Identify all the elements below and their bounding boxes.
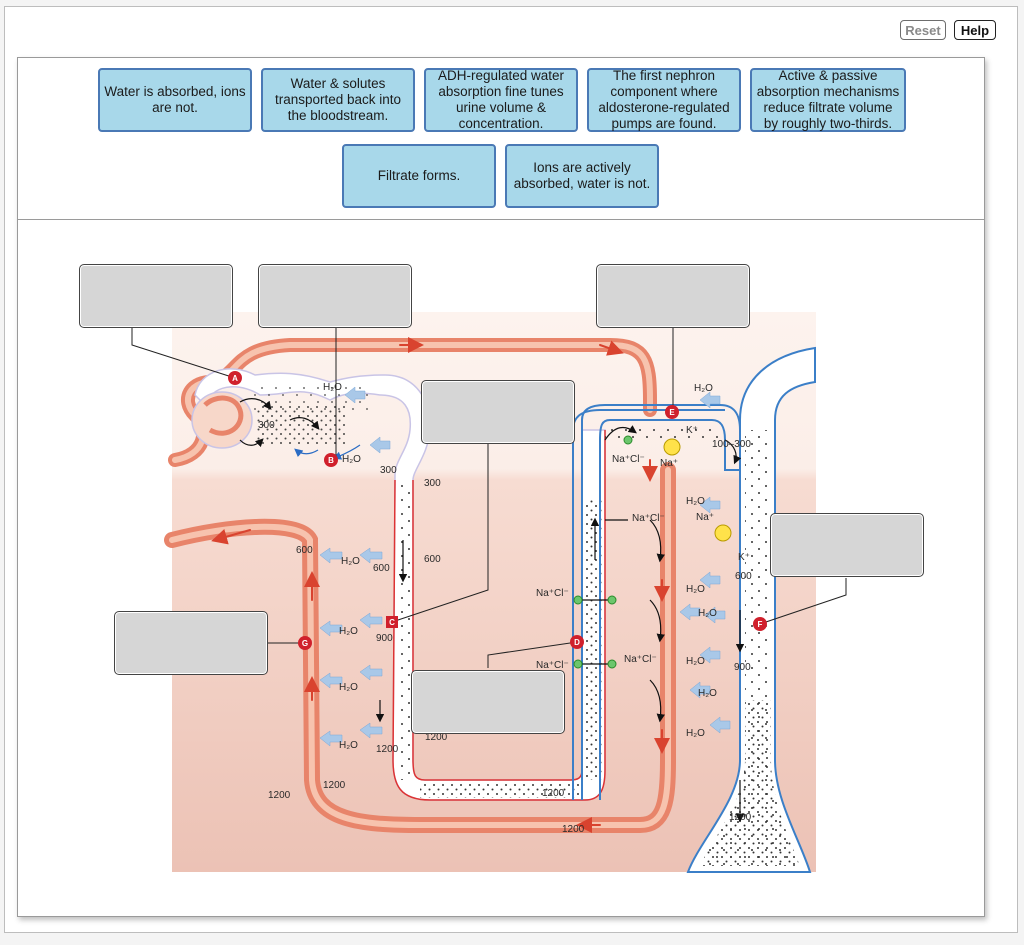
h2o-label-9: H₂O	[686, 584, 705, 595]
osmolarity-600-interstitium: 600	[424, 554, 441, 565]
osmolarity-600-collecting: 600	[735, 571, 752, 582]
reset-button[interactable]: Reset	[900, 20, 946, 40]
drop-zone-d[interactable]	[411, 670, 565, 734]
marker-b: B	[324, 453, 338, 467]
water-arrows	[319, 386, 731, 747]
nacl-label-5: Na⁺Cl⁻	[624, 654, 657, 665]
nacl-label-2: Na⁺Cl⁻	[632, 513, 665, 524]
h2o-label-12: H₂O	[698, 688, 717, 699]
label-card-active-passive-absorption[interactable]: Active & passive absorption mechanisms r…	[750, 68, 906, 132]
h2o-label-7: H₂O	[694, 383, 713, 394]
osmolarity-1200-vessel: 1200	[323, 780, 346, 791]
osmolarity-600-limb: 600	[373, 563, 390, 574]
na-label-2: Na⁺	[696, 512, 714, 523]
marker-e: E	[665, 405, 679, 419]
ion-pumps	[573, 435, 732, 669]
label-bank-divider	[17, 219, 984, 220]
osmolarity-300-pct: 300	[258, 420, 275, 431]
flow-arrows	[239, 398, 745, 823]
nacl-label-1: Na⁺Cl⁻	[612, 454, 645, 465]
h2o-label-6: H₂O	[339, 740, 358, 751]
drop-zone-e[interactable]	[596, 264, 750, 328]
h2o-label-8: H₂O	[686, 496, 705, 507]
collecting-duct	[686, 346, 816, 873]
label-card-water-solutes[interactable]: Water & solutes transported back into th…	[261, 68, 415, 132]
osmolarity-1200-loop: 1200	[542, 788, 565, 799]
region-markers: A B C D E F G	[228, 371, 767, 650]
k-label-1: K⁺	[686, 425, 698, 436]
marker-f: F	[753, 617, 767, 631]
drop-zone-c[interactable]	[421, 380, 575, 444]
h2o-label-5: H₂O	[339, 682, 358, 693]
osmolarity-300-limb: 300	[380, 465, 397, 476]
h2o-label-13: H₂O	[686, 728, 705, 739]
osmolarity-1200-limb: 1200	[376, 744, 399, 755]
osmolarity-1200-interstitium: 1200	[425, 732, 448, 743]
osmolarity-1200-medulla: 1200	[268, 790, 291, 801]
na-label-1: Na⁺	[660, 458, 678, 469]
chemical-labels: H₂O H₂O H₂O H₂O H₂O H₂O H₂O H₂O H₂O H₂O …	[323, 382, 750, 751]
osmolarity-900-collecting: 900	[734, 662, 751, 673]
leader-lines	[131, 328, 847, 668]
svg-text:A: A	[232, 374, 238, 383]
svg-text:G: G	[302, 639, 308, 648]
drop-zone-g[interactable]	[114, 611, 268, 675]
osmolarity-1200-collecting: 1200	[729, 812, 752, 823]
label-card-ions-absorbed[interactable]: Ions are actively absorbed, water is not…	[505, 144, 659, 208]
osmolarity-100-300: 100–300	[712, 439, 751, 450]
h2o-label-4: H₂O	[339, 626, 358, 637]
label-card-first-nephron-component[interactable]: The first nephron component where aldost…	[587, 68, 741, 132]
marker-g: G	[298, 636, 312, 650]
osmolarity-1200-vasa-recta: 1200	[562, 824, 585, 835]
h2o-label-3: H₂O	[341, 556, 360, 567]
drop-zone-b[interactable]	[258, 264, 412, 328]
osmolarity-300-cortex: 300	[424, 478, 441, 489]
svg-text:C: C	[389, 618, 395, 627]
marker-a: A	[228, 371, 242, 385]
svg-text:E: E	[669, 408, 675, 417]
marker-d: D	[570, 635, 584, 649]
k-label-2: K⁺	[738, 552, 750, 563]
glomerulus	[191, 385, 370, 449]
label-card-filtrate-forms[interactable]: Filtrate forms.	[342, 144, 496, 208]
drop-zone-f[interactable]	[770, 513, 924, 577]
proximal-tubule	[194, 368, 606, 801]
svg-text:F: F	[758, 620, 763, 629]
h2o-label-11: H₂O	[686, 656, 705, 667]
svg-text:D: D	[574, 638, 580, 647]
h2o-label-1: H₂O	[323, 382, 342, 393]
h2o-label-10: H₂O	[698, 608, 717, 619]
osmolarity-600-vessel: 600	[296, 545, 313, 556]
help-button[interactable]: Help	[954, 20, 996, 40]
nacl-label-4: Na⁺Cl⁻	[536, 660, 569, 671]
osmolarity-900-limb: 900	[376, 633, 393, 644]
label-card-adh-regulated[interactable]: ADH-regulated water absorption fine tune…	[424, 68, 578, 132]
svg-text:B: B	[328, 456, 334, 465]
nacl-label-3: Na⁺Cl⁻	[536, 588, 569, 599]
label-card-water-absorbed[interactable]: Water is absorbed, ions are not.	[98, 68, 252, 132]
drop-zone-a[interactable]	[79, 264, 233, 328]
h2o-label-2: H₂O	[342, 454, 361, 465]
marker-c: C	[386, 616, 398, 628]
osmolarity-labels: 300 300 300 600 600 600 900 1200 1200 12…	[258, 420, 752, 835]
